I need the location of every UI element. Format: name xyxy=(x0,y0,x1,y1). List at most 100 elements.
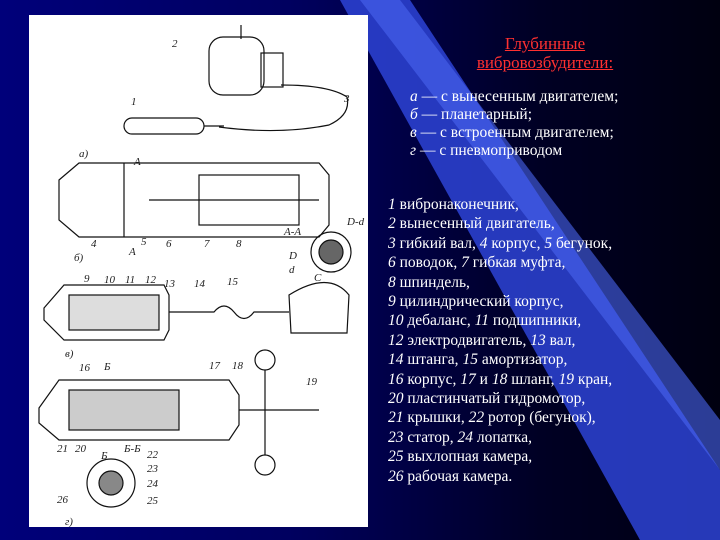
legend-text: поводок, xyxy=(395,254,462,272)
section-label-d-big: D xyxy=(288,250,297,262)
part-label-10: 10 xyxy=(104,274,116,286)
legend-number: 25 xyxy=(388,448,404,466)
legend-text: шланг, xyxy=(507,370,559,388)
section-label-b: Б xyxy=(103,361,111,373)
part-label-3: 3 xyxy=(343,93,350,105)
variant-letter: в xyxy=(410,124,417,141)
legend-line: 14 штанга, 15 амортизатор, xyxy=(388,350,713,369)
variant-letter: а xyxy=(410,88,418,105)
part-label-26: 26 xyxy=(57,494,69,506)
part-label-9: 9 xyxy=(84,273,90,285)
sub-label-v: в) xyxy=(65,348,74,360)
slide-title: Глубинные вибровозбудители: xyxy=(476,34,614,72)
legend-text: дебаланс, xyxy=(403,312,475,330)
legend-text: крышки, xyxy=(403,409,469,427)
variant-letter: б xyxy=(410,106,418,123)
legend-line: 2 вынесенный двигатель, xyxy=(388,214,713,233)
legend-number: 22 xyxy=(468,409,485,427)
part-label-25: 25 xyxy=(147,495,159,507)
section-label-dd: D-d xyxy=(346,216,365,228)
legend-number: 7 xyxy=(461,254,469,272)
legend-number: 4 xyxy=(479,234,488,252)
legend-line: 21 крышки, 22 ротор (бегунок), xyxy=(388,408,713,427)
variant-letter: г xyxy=(410,142,417,159)
legend-text: и xyxy=(475,370,492,388)
sub-label-b: б) xyxy=(74,252,84,264)
legend-text: цилиндрический корпус, xyxy=(395,293,564,311)
variant-text: — с вынесенным двигателем; xyxy=(417,88,619,105)
part-label-16: 16 xyxy=(79,362,91,374)
part-label-23: 23 xyxy=(147,463,159,475)
legend-line: 23 статор, 24 лопатка, xyxy=(388,428,713,447)
legend-number: 17 xyxy=(460,370,476,388)
legend-line: 25 выхлопная камера, xyxy=(388,447,713,466)
part-label-21: 21 xyxy=(57,443,68,455)
legend-line: 26 рабочая камера. xyxy=(388,467,713,486)
legend-text: статор, xyxy=(403,428,458,446)
variant-item: г — с пневмоприводом xyxy=(410,142,710,160)
legend-number: 18 xyxy=(491,370,508,388)
legend-text: кран, xyxy=(573,370,613,388)
sub-label-a: а) xyxy=(79,148,89,160)
part-label-11: 11 xyxy=(125,274,135,286)
section-label-c: C xyxy=(314,272,322,284)
legend-number: 14 xyxy=(388,351,404,369)
technical-drawing: 2 3 1 а) А 4 5 6 7 8 А б) А-А D-d D d C … xyxy=(29,15,368,527)
part-label-22: 22 xyxy=(147,449,159,461)
part-label-18: 18 xyxy=(232,360,244,372)
part-label-17: 17 xyxy=(209,360,221,372)
legend-text: гибкий вал, xyxy=(395,234,480,252)
legend-number: 1 xyxy=(388,196,396,213)
legend-line: 3 гибкий вал, 4 корпус, 5 бегунок, xyxy=(388,234,713,253)
legend-text: корпус, xyxy=(403,370,461,388)
parts-legend: 1 вибронаконечник,2 вынесенный двигатель… xyxy=(388,195,713,486)
legend-line: 6 поводок, 7 гибкая муфта, xyxy=(388,253,713,272)
legend-text: выхлопная камера, xyxy=(403,448,533,466)
legend-number: 16 xyxy=(388,370,404,388)
legend-number: 5 xyxy=(544,234,553,252)
part-label-6: 6 xyxy=(166,238,172,250)
section-label-b2: Б xyxy=(100,450,108,462)
variant-list: а — с вынесенным двигателем;б — планетар… xyxy=(410,88,710,160)
legend-line: 1 вибронаконечник, xyxy=(388,195,713,214)
legend-line: 12 электродвигатель, 13 вал, xyxy=(388,331,713,350)
legend-text: вал, xyxy=(545,331,576,349)
part-label-20: 20 xyxy=(75,443,87,455)
part-label-8: 8 xyxy=(236,238,242,250)
part-label-4: 4 xyxy=(91,238,97,250)
variant-text: — с встроенным двигателем; xyxy=(416,124,614,141)
legend-text: лопатка, xyxy=(473,428,532,446)
legend-line: 16 корпус, 17 и 18 шланг, 19 кран, xyxy=(388,370,713,389)
section-label-d-small: d xyxy=(289,264,295,276)
legend-text: штанга, xyxy=(403,351,463,369)
legend-number: 26 xyxy=(388,467,404,485)
legend-number: 24 xyxy=(457,428,474,446)
legend-number: 6 xyxy=(388,254,396,272)
section-label-aa: А-А xyxy=(283,226,301,238)
legend-number: 12 xyxy=(388,331,404,349)
legend-number: 11 xyxy=(474,312,489,330)
legend-line: 10 дебаланс, 11 подшипники, xyxy=(388,311,713,330)
legend-text: амортизатор, xyxy=(477,351,568,369)
legend-line: 8 шпиндель, xyxy=(388,273,713,292)
legend-text: подшипники, xyxy=(488,312,582,330)
part-label-5: 5 xyxy=(141,236,147,248)
section-label-a2: А xyxy=(128,246,136,258)
legend-text: вибронаконечник, xyxy=(395,196,519,213)
legend-text: вынесенный двигатель, xyxy=(395,215,555,233)
legend-number: 2 xyxy=(388,215,396,233)
section-label-a: А xyxy=(133,156,141,168)
legend-number: 8 xyxy=(388,273,396,291)
variant-item: а — с вынесенным двигателем; xyxy=(410,88,710,106)
legend-number: 3 xyxy=(388,234,396,252)
variant-text: — с пневмоприводом xyxy=(416,142,563,159)
legend-number: 23 xyxy=(388,428,404,446)
variant-text: — планетарный; xyxy=(417,106,533,123)
legend-number: 20 xyxy=(388,390,404,408)
legend-text: гибкая муфта, xyxy=(468,254,566,272)
legend-number: 13 xyxy=(530,331,546,349)
legend-text: рабочая камера. xyxy=(403,467,513,485)
legend-text: бегунок, xyxy=(552,234,613,252)
part-label-7: 7 xyxy=(204,238,210,250)
legend-text: шпиндель, xyxy=(395,273,470,291)
